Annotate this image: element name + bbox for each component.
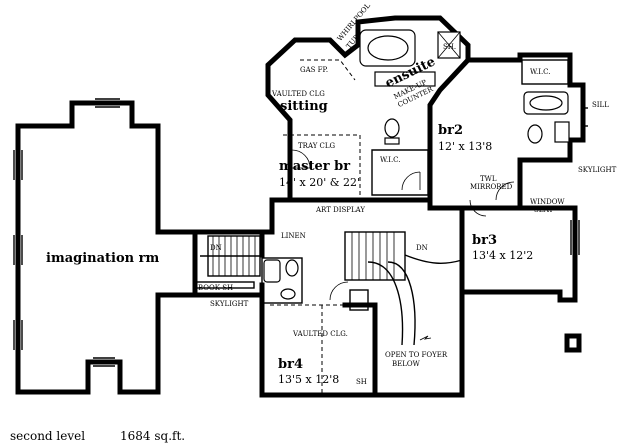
note-mirrored: MIRRORED xyxy=(470,183,513,191)
br4-size: 13'5 x 12'8 xyxy=(278,373,339,386)
imagination-room-walls xyxy=(13,98,198,395)
br2-size: 12' x 13'8 xyxy=(438,140,492,153)
br4-walls xyxy=(259,229,465,398)
note-art-display: ART DISPLAY xyxy=(315,206,365,214)
note-dn-left: DN xyxy=(210,244,222,252)
br3-label: br3 xyxy=(472,233,497,248)
footer-area: 1684 sq.ft. xyxy=(120,429,185,443)
note-linen: LINEN xyxy=(281,232,306,240)
note-book-sh: BOOK SH xyxy=(198,284,233,292)
br3-size: 13'4 x 12'2 xyxy=(472,249,533,262)
note-open-foyer-2: BELOW xyxy=(392,360,421,368)
br2-walls xyxy=(459,52,588,211)
note-wic-br2: W.I.C. xyxy=(530,68,551,76)
note-vaulted-clg: VAULTED CLG xyxy=(271,90,325,98)
note-skylight-left: SKYLIGHT xyxy=(210,300,249,308)
note-gas-fp: GAS FP. xyxy=(300,66,328,74)
master-bedroom-label: master br xyxy=(279,159,350,174)
note-seat: SEAT xyxy=(534,206,554,214)
room-labels: imagination rm master br 14' x 20' & 22'… xyxy=(46,54,533,386)
br2-label: br2 xyxy=(438,123,463,138)
sitting-label: sitting xyxy=(280,99,328,114)
note-twl: TWL xyxy=(480,175,497,183)
note-window: WINDOW xyxy=(530,198,565,206)
note-sh-ensuite: SH. xyxy=(443,43,456,51)
note-wic-master: W.I.C. xyxy=(380,156,401,164)
central-stair xyxy=(344,231,463,346)
note-open-foyer-1: OPEN TO FOYER xyxy=(385,351,448,359)
br3-walls xyxy=(459,199,580,303)
master-suite-walls xyxy=(265,15,471,353)
exterior-marker xyxy=(564,333,582,353)
note-sill: SILL xyxy=(592,101,609,109)
master-bedroom-size: 14' x 20' & 22' xyxy=(279,176,360,189)
note-tray-clg: TRAY CLG xyxy=(298,142,336,150)
footer-caption: second level 1684 sq.ft. xyxy=(10,429,185,443)
note-sh-br4: SH xyxy=(356,378,367,386)
note-skylight-right: SKYLIGHT xyxy=(578,166,617,174)
note-dn-right: DN xyxy=(416,244,428,252)
br4-label: br4 xyxy=(278,357,303,372)
footer-level: second level xyxy=(10,429,85,443)
imagination-room-label: imagination rm xyxy=(46,251,159,266)
note-vaulted-br4: VAULTED CLG. xyxy=(292,330,348,338)
